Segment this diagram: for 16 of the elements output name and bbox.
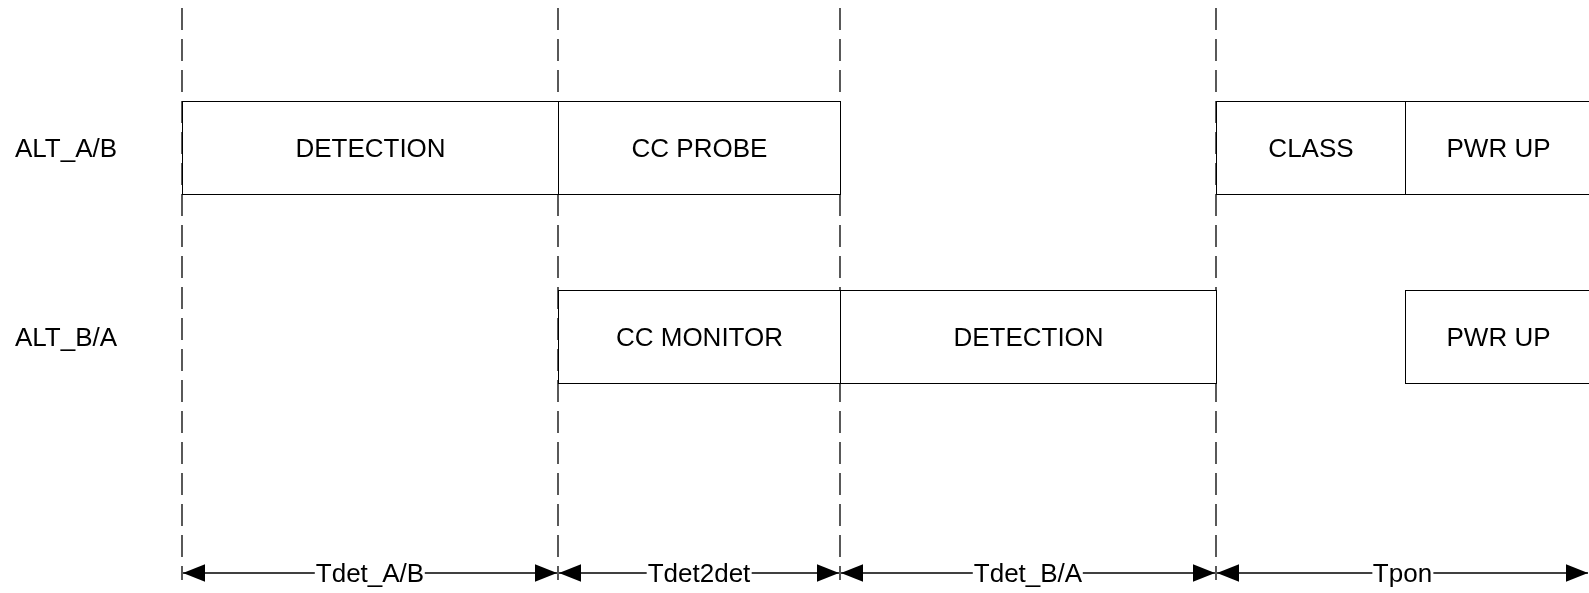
- phase-box: [1216, 101, 1406, 195]
- phase-label: CC MONITOR: [615, 321, 784, 353]
- signal-name: ALT_A/B: [15, 133, 118, 163]
- phase-box: [1405, 290, 1589, 384]
- phase-label: CLASS: [1268, 132, 1354, 164]
- signal-name: ALT_B/A: [15, 322, 118, 352]
- phase-box: [558, 101, 841, 195]
- phase-label: DETECTION: [295, 132, 446, 164]
- phase-box: [840, 290, 1217, 384]
- phase-label: CC PROBE: [631, 132, 768, 164]
- phase-label: DETECTION: [953, 321, 1104, 353]
- phase-label: PWR UP: [1446, 321, 1551, 353]
- phase-box: [182, 101, 559, 195]
- phase-box: [1405, 101, 1589, 195]
- phase-box: [558, 290, 841, 384]
- phase-label: PWR UP: [1446, 132, 1551, 164]
